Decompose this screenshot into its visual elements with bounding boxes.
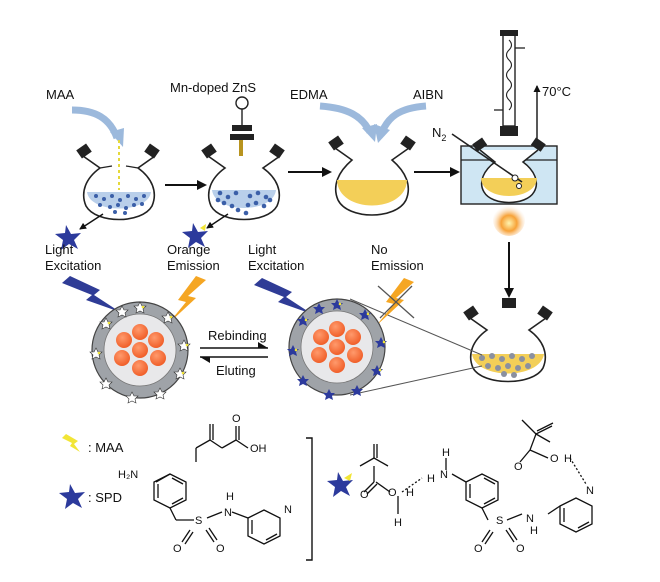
spd-s: S bbox=[195, 515, 202, 527]
excitation-bolt-2-icon bbox=[254, 278, 312, 314]
maa-o: O bbox=[232, 413, 241, 425]
rebinding-eluting-equilibrium: Rebinding Eluting bbox=[200, 328, 268, 378]
label-light-excitation-1: Light Excitation bbox=[45, 242, 101, 273]
flask-3-edma-aibn: EDMA AIBN bbox=[290, 87, 443, 216]
svg-text:Light: Light bbox=[45, 242, 74, 257]
flask-2-mn-zns: Mn-doped ZnS bbox=[170, 80, 285, 248]
pour-arrow bbox=[71, 106, 121, 140]
cx-h1: H bbox=[406, 487, 414, 499]
label-temperature: 70°C bbox=[542, 84, 571, 99]
mip-particle-eluted bbox=[89, 301, 191, 404]
label-no-emission: No Emission bbox=[371, 242, 424, 273]
cx-h5: H bbox=[530, 525, 538, 537]
cx-o: O bbox=[388, 487, 397, 499]
flask-5-mip-product bbox=[463, 298, 553, 383]
cx-h4: H bbox=[442, 447, 450, 459]
flask-1-particles bbox=[94, 194, 146, 215]
label-rebinding: Rebinding bbox=[208, 328, 267, 343]
no-emission-bolt-icon bbox=[376, 278, 415, 326]
orange-emission-bolt-icon bbox=[168, 276, 206, 324]
svg-text:: MAA: : MAA bbox=[88, 440, 124, 455]
cx-o5: O bbox=[514, 461, 523, 473]
cx-o6: O bbox=[550, 453, 559, 465]
legend-maa: : MAA bbox=[62, 434, 124, 455]
label-light-excitation-2: Light Excitation bbox=[248, 242, 304, 273]
pour-arrow-head bbox=[110, 128, 124, 147]
flask-4-reflux: 70°C N2 bbox=[432, 30, 571, 236]
zoom-line-top bbox=[349, 298, 483, 356]
label-orange-emission: Orange Emission bbox=[167, 242, 220, 273]
svg-text:Orange: Orange bbox=[167, 242, 210, 257]
svg-text:: SPD: : SPD bbox=[88, 490, 122, 505]
label-maa: MAA bbox=[46, 87, 75, 102]
cx-o4: O bbox=[516, 543, 525, 555]
maa-spd-complex: O H H O H N H S O O N H N O O H bbox=[327, 419, 594, 555]
spd-o1: O bbox=[173, 543, 182, 555]
spd-h2n: H₂N bbox=[118, 469, 138, 481]
zoom-line-bottom bbox=[349, 365, 483, 396]
maa-oh: OH bbox=[250, 443, 267, 455]
svg-text:Light: Light bbox=[248, 242, 277, 257]
legend-spd: : SPD bbox=[59, 484, 122, 509]
mip-particle-rebound bbox=[287, 298, 387, 400]
cx-o3: O bbox=[474, 543, 483, 555]
spd-ring-n: N bbox=[284, 504, 292, 516]
spd-h: H bbox=[226, 491, 234, 503]
spd-star-icon bbox=[55, 225, 81, 250]
bracket bbox=[306, 437, 313, 561]
complex-spd-icon bbox=[327, 472, 353, 497]
svg-text:Excitation: Excitation bbox=[248, 258, 304, 273]
spd-structure bbox=[153, 473, 281, 545]
spd-n: N bbox=[224, 507, 232, 519]
label-eluting: Eluting bbox=[216, 363, 256, 378]
svg-text:Excitation: Excitation bbox=[45, 258, 101, 273]
excitation-bolt-1-icon bbox=[62, 276, 120, 312]
spd-o2: O bbox=[216, 543, 225, 555]
label-aibn: AIBN bbox=[413, 87, 443, 102]
cx-ring-n: N bbox=[586, 485, 594, 497]
spd-symbol-icon bbox=[59, 484, 85, 509]
label-n2: N2 bbox=[432, 125, 446, 143]
label-edma: EDMA bbox=[290, 87, 328, 102]
cx-h2: H bbox=[394, 517, 402, 529]
flask-1-maa: MAA bbox=[46, 87, 160, 250]
label-mn-zns: Mn-doped ZnS bbox=[170, 80, 256, 95]
maa-symbol-icon bbox=[62, 434, 80, 452]
svg-text:No: No bbox=[371, 242, 388, 257]
cx-n: N bbox=[440, 469, 448, 481]
svg-text:Emission: Emission bbox=[371, 258, 424, 273]
cx-h3: H bbox=[427, 473, 435, 485]
maa-structure bbox=[195, 424, 249, 462]
svg-text:Emission: Emission bbox=[167, 258, 220, 273]
flame-icon bbox=[493, 204, 525, 236]
cx-o2: O bbox=[360, 489, 369, 501]
cx-h6: H bbox=[564, 453, 572, 465]
cx-n2: N bbox=[526, 513, 534, 525]
cx-s: S bbox=[496, 515, 503, 527]
